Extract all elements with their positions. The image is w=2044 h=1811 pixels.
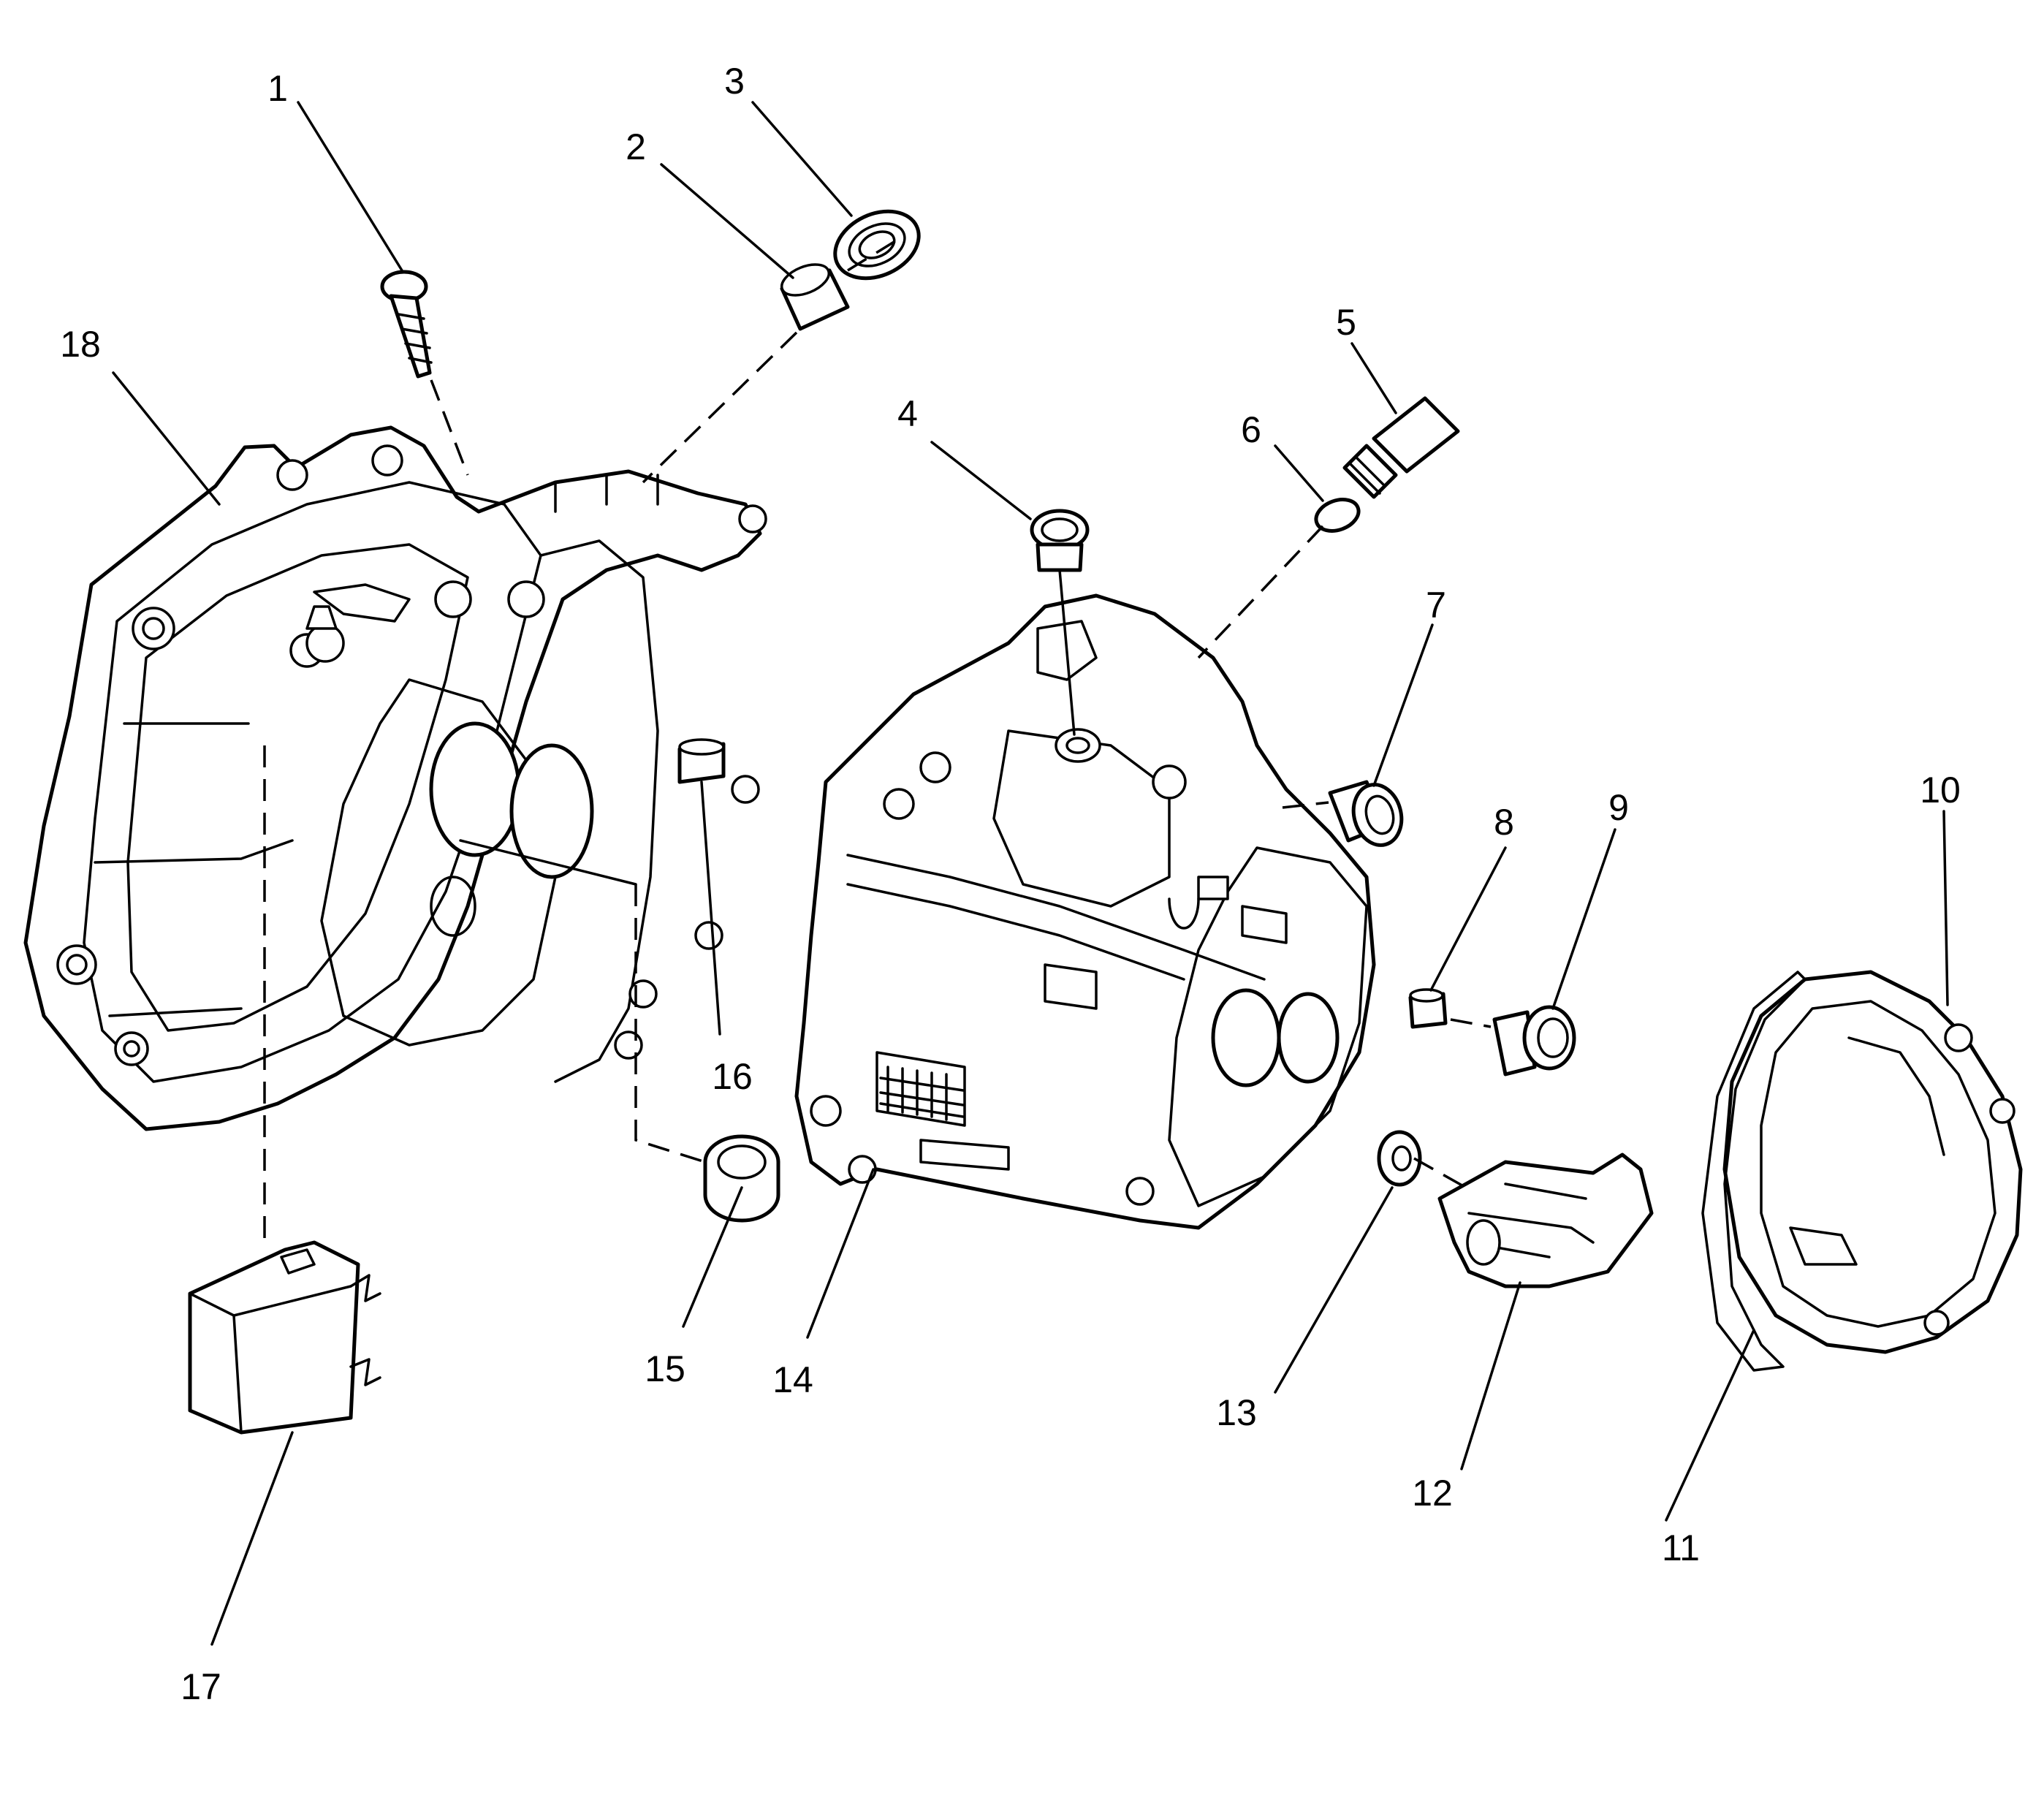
part-7-plug [1328, 780, 1404, 847]
part-13-washer [1377, 1130, 1422, 1187]
callout-10: 10 [1920, 770, 1961, 810]
part-11-gasket [1701, 971, 1806, 1372]
part-1-vent [380, 270, 433, 379]
callout-5: 5 [1336, 302, 1356, 343]
callout-1: 1 [267, 68, 288, 109]
part-8-pin [1408, 988, 1448, 1029]
callout-7: 7 [1426, 585, 1446, 626]
alignment-lines [263, 240, 1492, 1242]
part-3-seal [833, 209, 921, 281]
part-14-transmission-case [794, 593, 1376, 1230]
callout-9: 9 [1608, 787, 1629, 828]
callout-6: 6 [1241, 409, 1261, 450]
part-4-plug [1030, 509, 1090, 572]
callout-8: 8 [1494, 802, 1514, 843]
part-5-switch [1342, 396, 1460, 499]
callout-12: 12 [1412, 1473, 1453, 1514]
callout-18: 18 [60, 324, 101, 365]
part-10-side-cover [1722, 970, 2023, 1354]
part-18-clutch-housing [23, 425, 767, 1131]
callout-15: 15 [645, 1348, 685, 1389]
callout-13: 13 [1216, 1392, 1257, 1433]
part-6-o-ring [1314, 498, 1361, 533]
callout-leaders [112, 101, 1949, 1646]
callout-2: 2 [626, 126, 646, 167]
part-12-lever [1437, 1153, 1654, 1288]
part-16-dowel-pin [677, 738, 726, 784]
callout-3: 3 [724, 61, 745, 102]
callout-4: 4 [897, 393, 918, 434]
part-15-bushing [703, 1134, 780, 1223]
part-2-bushing [780, 263, 850, 331]
callout-labels: 1 2 3 4 5 6 7 8 9 10 11 12 13 14 15 16 1… [60, 61, 1961, 1707]
callout-14: 14 [772, 1359, 813, 1400]
callout-16: 16 [712, 1056, 753, 1097]
part-17-block [188, 1240, 381, 1435]
callout-11: 11 [1662, 1527, 1700, 1568]
part-9-plug [1492, 1005, 1576, 1077]
callout-17: 17 [181, 1666, 221, 1707]
